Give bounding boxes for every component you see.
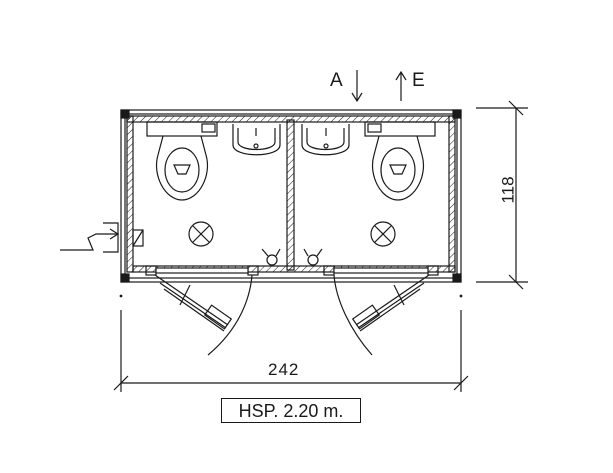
ceiling-height-box: HSP. 2.20 m. — [221, 398, 361, 423]
exit-label-E: E — [412, 70, 425, 91]
toilet-right-icon — [364, 121, 436, 201]
arrow-A-icon — [351, 70, 363, 103]
height-dimension-value: 118 — [498, 176, 518, 204]
door-right-swing — [333, 274, 430, 356]
ceiling-light-left-icon — [188, 221, 214, 247]
width-dimension-line — [113, 294, 469, 392]
power-feed-icon — [60, 222, 144, 253]
paper-holder-left-icon — [261, 248, 281, 266]
height-dimension-line — [476, 100, 528, 290]
entry-label-A: A — [330, 70, 343, 91]
ceiling-light-right-icon — [370, 221, 396, 247]
width-dimension-value: 242 — [268, 360, 300, 379]
washbasin-right-icon — [301, 124, 350, 156]
paper-holder-right-icon — [303, 248, 323, 266]
washbasin-left-icon — [232, 124, 281, 156]
partition-wall — [286, 119, 295, 271]
door-left-swing — [154, 274, 253, 356]
arrow-E-icon — [395, 70, 407, 101]
toilet-left-icon — [146, 121, 218, 201]
